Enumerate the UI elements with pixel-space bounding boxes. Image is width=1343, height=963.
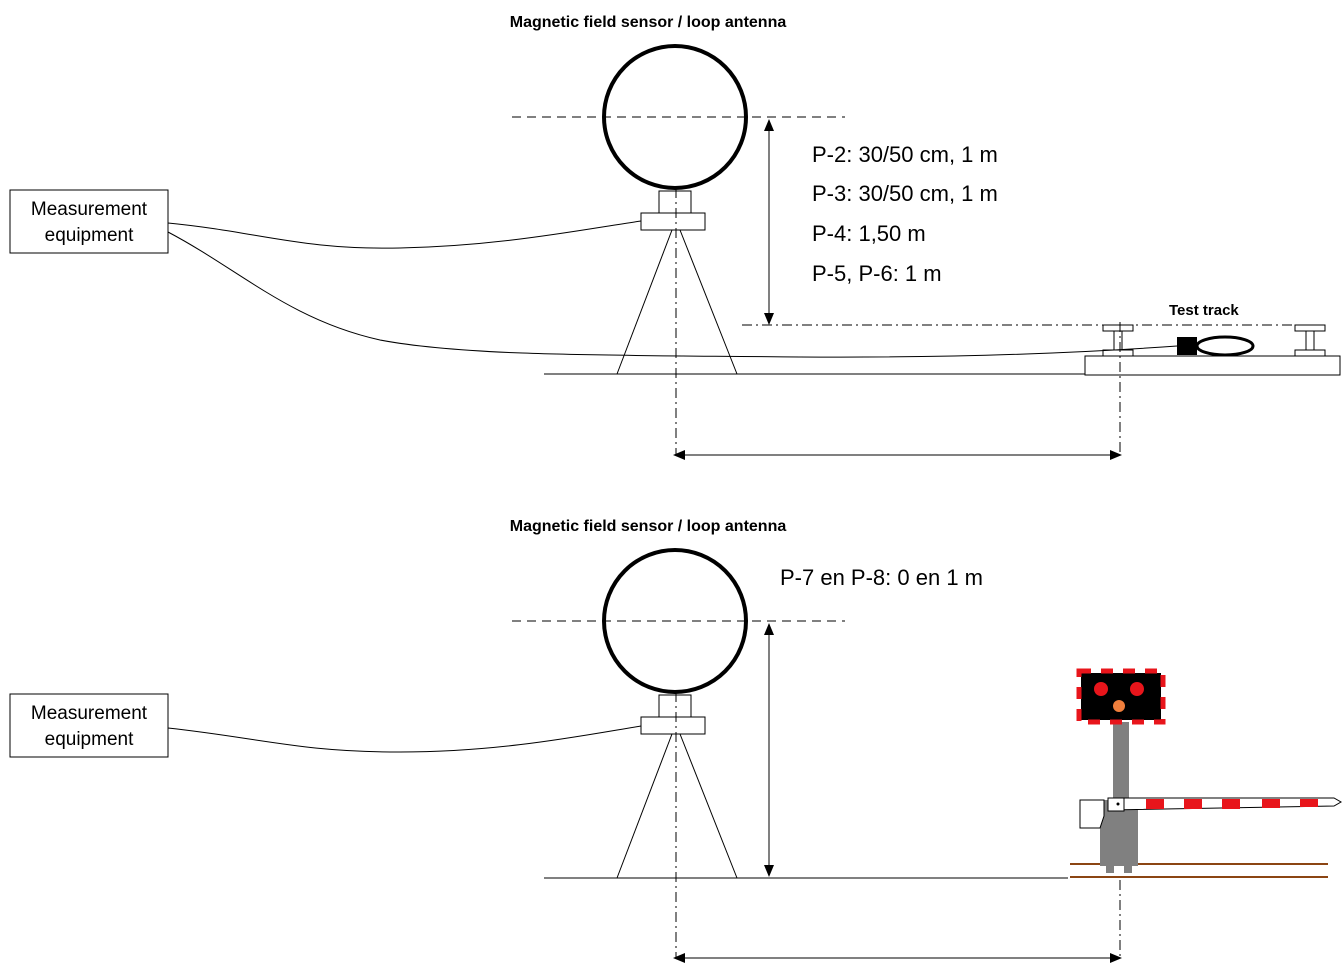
antenna-mount	[658, 190, 692, 214]
top-panel: Magnetic field sensor / loop antenna P-2…	[9, 14, 1341, 460]
measurement-equipment-box	[9, 693, 169, 758]
tripod-head	[640, 212, 706, 231]
rail-profile-left	[1102, 324, 1134, 357]
cable-to-antenna	[167, 220, 642, 249]
param-line-4: P-5, P-6: 1 m	[812, 261, 942, 286]
tripod-leg-left	[616, 733, 673, 879]
level-crossing-barrier	[1076, 668, 1343, 873]
tripod-leg-right	[679, 733, 738, 879]
signal-light-left	[1094, 682, 1108, 696]
param-line-1: P-7 en P-8: 0 en 1 m	[780, 565, 983, 590]
cable-to-antenna	[167, 725, 642, 753]
cable-to-test-loop	[167, 231, 1178, 358]
test-loop-device	[1177, 335, 1255, 357]
equipment-label-line2: equipment	[45, 729, 134, 750]
measurement-equipment-box	[9, 189, 169, 254]
param-line-2: P-3: 30/50 cm, 1 m	[812, 181, 998, 206]
barrier-stripes	[1146, 799, 1318, 809]
bottom-panel-title: Magnetic field sensor / loop antenna	[510, 518, 787, 535]
rail-profile-right	[1294, 324, 1326, 357]
test-track-label: Test track	[1169, 302, 1239, 319]
param-line-3: P-4: 1,50 m	[812, 221, 926, 246]
tripod-leg-left	[616, 229, 673, 375]
signal-light-center	[1113, 700, 1125, 712]
param-line-1: P-2: 30/50 cm, 1 m	[812, 142, 998, 167]
top-panel-title: Magnetic field sensor / loop antenna	[510, 14, 787, 31]
test-track-base	[1084, 355, 1341, 376]
barrier-pivot	[1107, 797, 1125, 812]
signal-pole	[1113, 722, 1129, 802]
signal-head	[1076, 668, 1166, 725]
tripod-leg-right	[679, 229, 738, 375]
bottom-panel: Magnetic field sensor / loop antenna P-7…	[9, 518, 1343, 963]
barrier-gearbox	[1079, 799, 1105, 829]
signal-light-right	[1130, 682, 1144, 696]
equipment-label-line2: equipment	[45, 225, 134, 246]
equipment-label-line1: Measurement	[31, 199, 148, 220]
equipment-label-line1: Measurement	[31, 703, 148, 724]
antenna-mount	[658, 694, 692, 718]
tripod-head	[640, 716, 706, 735]
